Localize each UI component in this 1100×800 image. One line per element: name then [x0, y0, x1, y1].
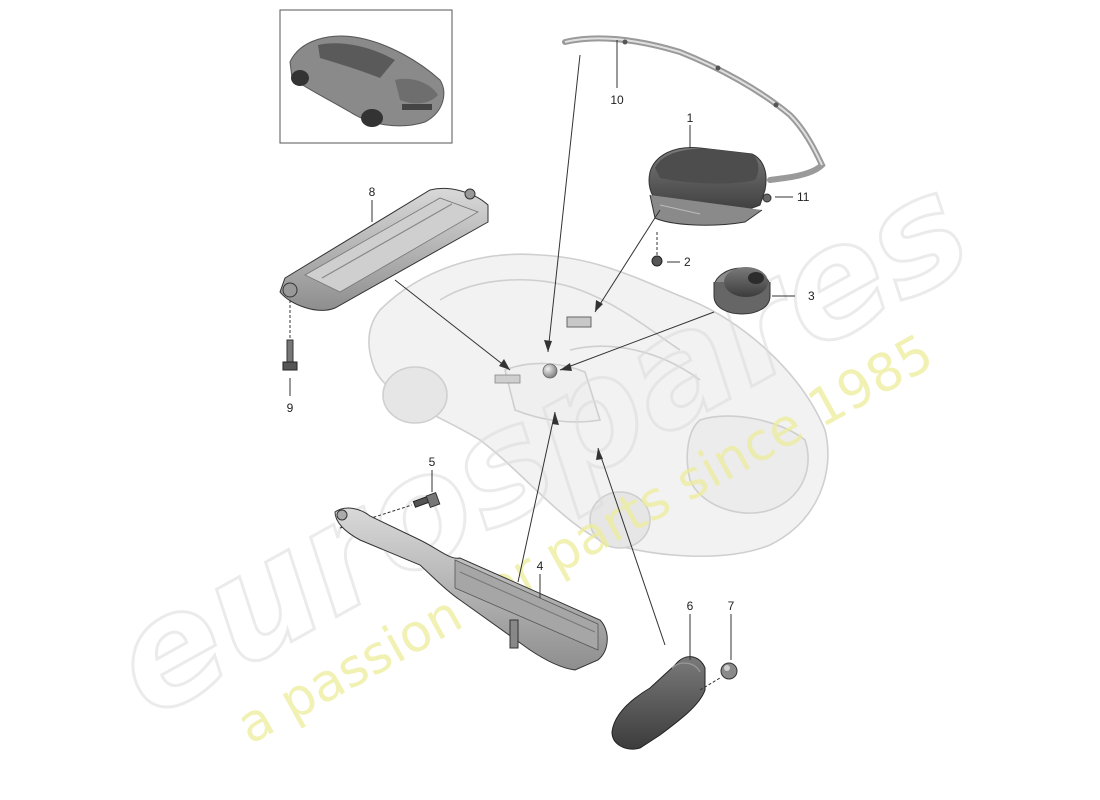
callout-4: 4 — [537, 559, 544, 573]
car-thumbnail-icon — [289, 35, 445, 127]
part-6-seat-airbag[interactable] — [611, 656, 706, 750]
callout-3: 3 — [808, 289, 815, 303]
part-11-nut[interactable] — [762, 193, 772, 203]
part-7-clip[interactable] — [699, 662, 738, 691]
part-10-curtain-airbag[interactable] — [562, 35, 826, 183]
callout-9: 9 — [287, 401, 294, 415]
callout-7: 7 — [728, 599, 735, 613]
callout-8: 8 — [369, 185, 376, 199]
callout-11: 11 — [797, 190, 810, 204]
part-5-screw[interactable] — [339, 492, 441, 529]
part-1-passenger-airbag[interactable] — [648, 146, 767, 226]
callout-labels: 10 1 11 2 3 8 9 5 4 6 7 — [287, 93, 815, 613]
part-4-side-airbag[interactable] — [334, 507, 608, 671]
watermark: eurospares a passion for parts since 198… — [82, 138, 999, 756]
callout-6: 6 — [687, 599, 694, 613]
callout-10: 10 — [610, 93, 624, 107]
callout-2: 2 — [684, 255, 691, 269]
part-8-knee-airbag[interactable] — [279, 187, 489, 311]
watermark-brand: eurospares — [83, 139, 997, 751]
callout-1: 1 — [687, 111, 694, 125]
part-9-bolt[interactable] — [282, 300, 298, 371]
car-thumbnail — [279, 9, 453, 144]
callout-5: 5 — [429, 455, 436, 469]
part-3-driver-airbag[interactable] — [713, 267, 771, 315]
dashboard-bracket — [494, 316, 592, 384]
part-2-screw[interactable] — [651, 232, 663, 267]
arrowheads — [499, 300, 603, 460]
vehicle-ghost — [368, 253, 829, 557]
leader-lines — [289, 40, 795, 660]
